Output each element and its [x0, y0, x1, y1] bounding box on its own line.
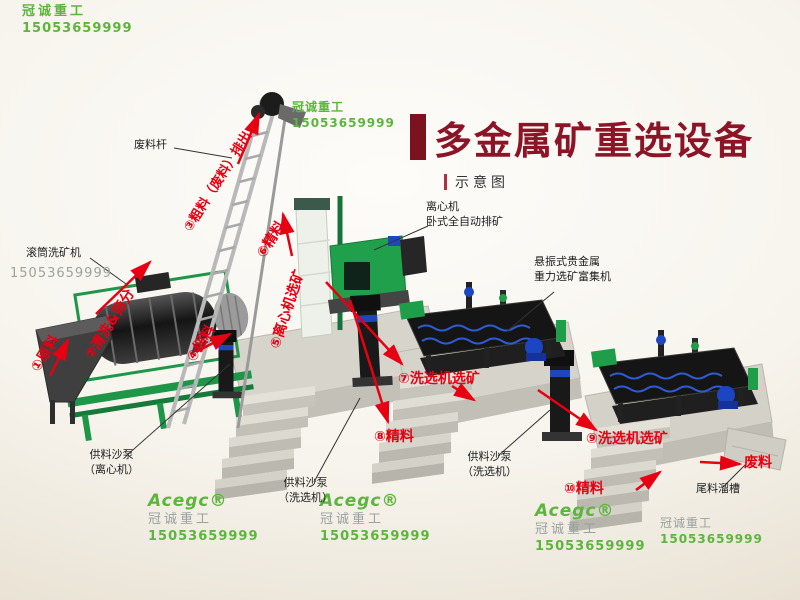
annotation-lines [89, 147, 747, 489]
label-pump-centrifuge: 供料沙泵 （离心机） [84, 448, 139, 476]
watermark-bottom-center-2: Acegc® 冠诚重工 15053659999 [535, 500, 646, 556]
flow-label-waste: 废料 [744, 455, 772, 471]
watermark-company: 冠诚重工 [535, 522, 600, 538]
watermark-phone: 15053659999 [148, 528, 259, 544]
flow-label-9: ⑨洗选机选矿 [586, 431, 668, 447]
label-shaker-concentrator: 悬振式贵金属 重力选矿富集机 [534, 255, 611, 283]
trommel-washer-illustration [67, 269, 254, 442]
label-waste-rod: 废料杆 [134, 138, 167, 151]
watermark-ladder: 冠诚重工 15053659999 [292, 100, 395, 131]
watermark-company: 冠诚重工 [292, 100, 345, 114]
watermark-brand: Acegc® [320, 491, 400, 511]
subtitle-block: 示意图 [444, 172, 509, 192]
watermark-company: 冠诚重工 [22, 4, 87, 19]
elevator-pulley-icon [251, 92, 306, 128]
label-centrifuge: 离心机 卧式全自动排矿 [426, 200, 503, 228]
watermark-bottom-right: 冠诚重工 15053659999 [660, 516, 763, 547]
label-tailings-chute: 尾料溜槽 [696, 482, 740, 495]
watermark-phone: 15053659999 [660, 531, 763, 546]
watermark-bottom-center-1: Acegc® 冠诚重工 15053659999 [320, 490, 431, 546]
flow-label-10: ⑩精料 [564, 481, 604, 497]
subtitle-accent-bar [444, 174, 447, 190]
watermark-phone: 15053659999 [535, 538, 646, 554]
title-block: 多金属矿重选设备 [410, 110, 754, 165]
feed-hopper-illustration [35, 315, 113, 424]
subtitle-text: 示意图 [455, 175, 509, 191]
watermark-company: 冠诚重工 [148, 512, 213, 528]
watermark-brand: Acegc® [148, 491, 228, 511]
title-accent-bar [410, 114, 426, 160]
watermark-company: 冠诚重工 [320, 512, 385, 528]
watermark-brand: Acegc® [535, 501, 615, 521]
watermark-phone: 15053659999 [22, 20, 133, 36]
page-title: 多金属矿重选设备 [434, 119, 755, 163]
label-pump-washer-1: 供料沙泵 （洗选机） [278, 476, 333, 504]
watermark-phone: 15053659999 [292, 115, 395, 130]
watermark-company: 冠诚重工 [660, 516, 713, 530]
bucket-elevator-illustration [166, 92, 306, 429]
watermark-top-left: 冠诚重工 15053659999 [22, 4, 133, 38]
watermark-bottom-left: Acegc® 冠诚重工 15053659999 [148, 490, 259, 546]
flow-arrows [48, 111, 743, 491]
label-trommel-washer: 滚筒洗矿机 [26, 246, 81, 259]
flow-label-8: ⑧精料 [374, 429, 414, 445]
label-pump-washer-2: 供料沙泵 （洗选机） [462, 450, 517, 478]
flow-label-7: ⑦洗选机选矿 [398, 371, 480, 387]
watermark-phone: 15053659999 [10, 266, 112, 281]
watermark-mid-left: 15053659999 [10, 266, 112, 283]
watermark-phone: 15053659999 [320, 528, 431, 544]
